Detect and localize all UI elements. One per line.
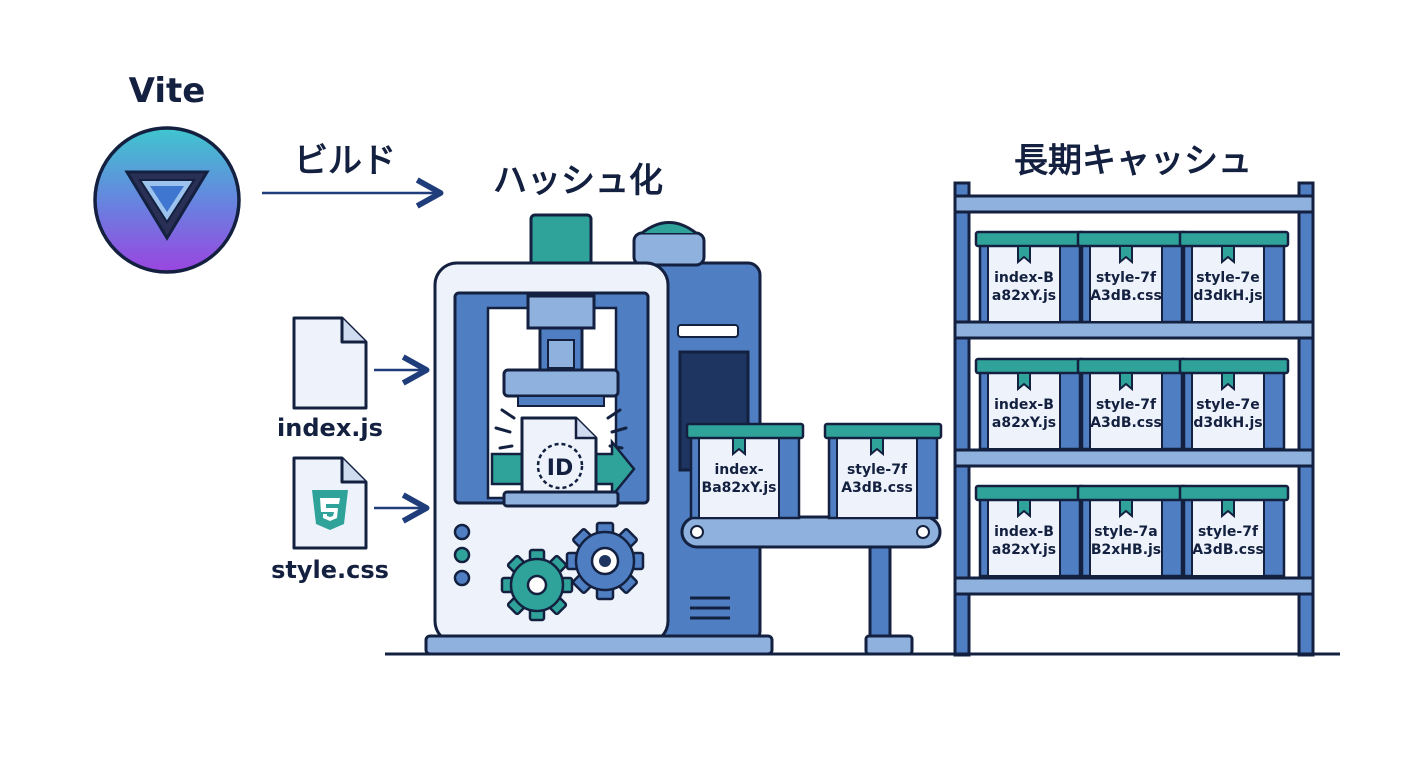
file-box-label: a82xY.js: [992, 542, 1056, 558]
file-box: style-7e d3dkH.js: [1178, 357, 1290, 451]
file-box-label: A3dB.css: [1192, 542, 1264, 558]
file-box-label: A3dB.css: [1090, 415, 1162, 431]
file-box-label: index-B: [994, 524, 1054, 540]
bookmark-tag-icon: [1017, 372, 1031, 392]
bookmark-tag-icon: [1221, 245, 1235, 265]
input-file-index-js: index.js: [277, 316, 383, 442]
file-box-label: A3dB.css: [1090, 288, 1162, 304]
vite-logo-icon: [93, 126, 241, 274]
conveyor-belt: [680, 515, 942, 656]
machine-indicator-lights: [453, 523, 471, 587]
file-box-label: index-B: [994, 397, 1054, 413]
build-label: ビルド: [294, 141, 396, 181]
bookmark-tag-icon: [1017, 245, 1031, 265]
bookmark-tag-icon: [870, 437, 884, 457]
file-box-label: style-7f: [1096, 270, 1157, 286]
file-box: index-B a82xY.js: [974, 484, 1086, 578]
file-box: index- Ba82xY.js: [685, 422, 805, 520]
file-box-label: index-B: [994, 270, 1054, 286]
file-box-label: style-7f: [1198, 524, 1259, 540]
bookmark-tag-icon: [1221, 372, 1235, 392]
file-box-label: d3dkH.js: [1193, 288, 1262, 304]
file-box-label: style-7f: [1096, 397, 1157, 413]
file-box-label: style-7a: [1094, 524, 1157, 540]
input-file-name: index.js: [277, 414, 383, 442]
vite-title: Vite: [129, 71, 206, 111]
hash-title: ハッシュ化: [493, 161, 663, 201]
file-box-label: d3dkH.js: [1193, 415, 1262, 431]
bookmark-tag-icon: [1017, 499, 1031, 519]
file-box-label: B2xHB.js: [1091, 542, 1161, 558]
bookmark-tag-icon: [732, 437, 746, 457]
file-box-label: A3dB.css: [841, 480, 913, 496]
file-box-label: style-7e: [1196, 270, 1260, 286]
gear-icon: [565, 521, 645, 601]
cache-boxes: index-Ba82xY.jsstyle-7fA3dB.cssstyle-7ed…: [974, 230, 1290, 578]
bookmark-tag-icon: [1119, 499, 1133, 519]
bookmark-tag-icon: [1221, 499, 1235, 519]
file-box: style-7e d3dkH.js: [1178, 230, 1290, 324]
file-box-label: style-7e: [1196, 397, 1260, 413]
file-box-label: a82xY.js: [992, 415, 1056, 431]
file-box-label: Ba82xY.js: [702, 480, 777, 496]
gear-icon: [500, 548, 574, 622]
bookmark-tag-icon: [1119, 372, 1133, 392]
file-box-label: a82xY.js: [992, 288, 1056, 304]
file-box-label: index-: [714, 462, 763, 478]
input-file-name: style.css: [271, 556, 389, 584]
bookmark-tag-icon: [1119, 245, 1133, 265]
file-box: index-B a82xY.js: [974, 357, 1086, 451]
file-icon: [292, 316, 368, 410]
file-box: index-B a82xY.js: [974, 230, 1086, 324]
input-file-style-css: style.css: [271, 456, 389, 584]
id-badge: ID: [547, 456, 573, 481]
cache-title: 長期キャッシュ: [1014, 141, 1252, 181]
css3-icon: [312, 490, 348, 530]
file-box-label: style-7f: [847, 462, 908, 478]
